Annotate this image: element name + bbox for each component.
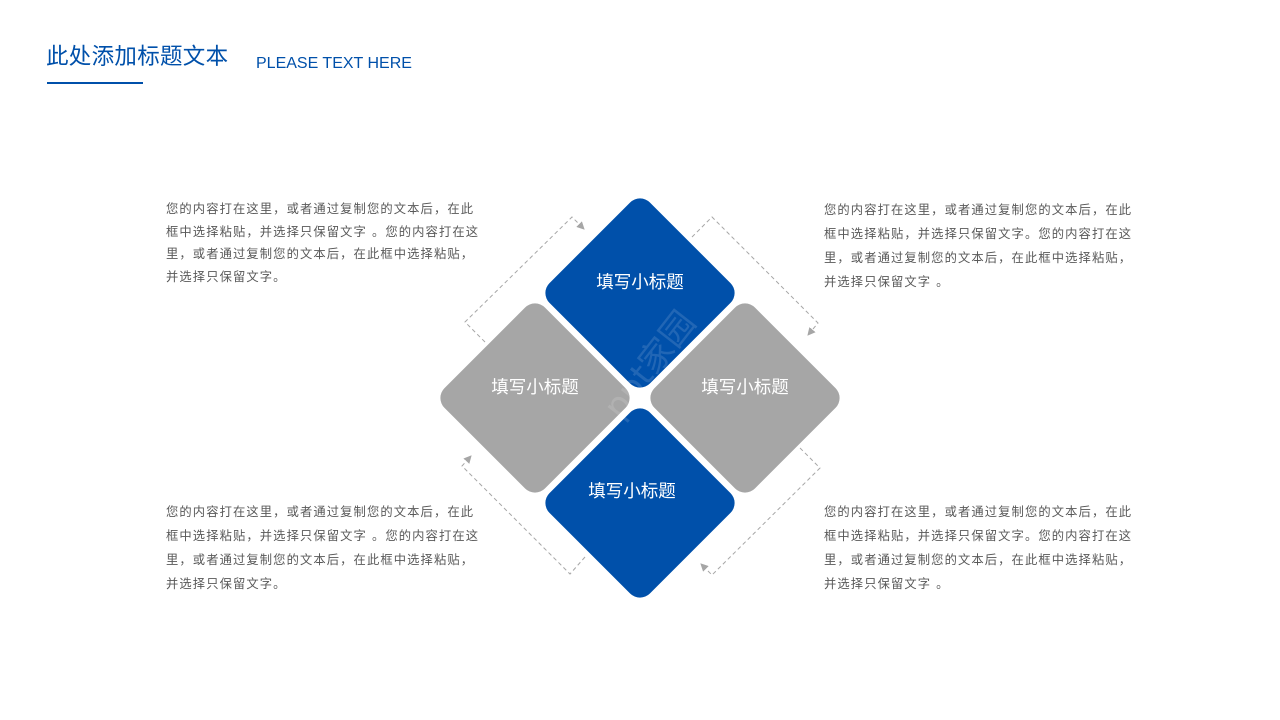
text-line: 并选择只保留文字。 (166, 269, 287, 284)
text-line: 里，或者通过复制您的文本后，在此框中选择粘贴， (824, 553, 1133, 567)
text-line: 框中选择粘贴，并选择只保留文字 。您的内容打在这 (166, 224, 480, 239)
text-line: 里，或者通过复制您的文本后，在此框中选择粘贴， (166, 247, 475, 261)
text-block-top-right: 您的内容打在这里，或者通过复制您的文本后，在此 框中选择粘贴，并选择只保留文字。… (824, 198, 1144, 294)
dashed-arrow-icon (700, 447, 821, 576)
title-underline (47, 82, 143, 84)
text-line: 您的内容打在这里，或者通过复制您的文本后，在此 (166, 202, 475, 216)
text-line: 里，或者通过复制您的文本后，在此框中选择粘贴， (166, 553, 475, 567)
dashed-arrow-icon (691, 216, 819, 336)
text-line: 并选择只保留文字 。 (824, 577, 950, 591)
dashed-arrow-icon (464, 216, 585, 343)
text-block-bottom-left: 您的内容打在这里，或者通过复制您的文本后，在此 框中选择粘贴，并选择只保留文字 … (166, 500, 486, 596)
text-line: 框中选择粘贴，并选择只保留文字 。您的内容打在这 (166, 529, 480, 543)
text-line: 您的内容打在这里，或者通过复制您的文本后，在此 (166, 505, 475, 519)
text-line: 里，或者通过复制您的文本后，在此框中选择粘贴， (824, 251, 1133, 265)
text-block-bottom-right: 您的内容打在这里，或者通过复制您的文本后，在此 框中选择粘贴，并选择只保留文字。… (824, 500, 1144, 596)
text-line: 并选择只保留文字 。 (824, 275, 950, 289)
text-line: 您的内容打在这里，或者通过复制您的文本后，在此 (824, 505, 1133, 519)
page-subtitle: PLEASE TEXT HERE (256, 55, 412, 72)
text-line: 您的内容打在这里，或者通过复制您的文本后，在此 (824, 203, 1133, 217)
text-line: 并选择只保留文字。 (166, 577, 287, 591)
text-line: 框中选择粘贴，并选择只保留文字。您的内容打在这 (824, 227, 1133, 241)
page-title: 此处添加标题文本 (46, 44, 229, 70)
text-line: 框中选择粘贴，并选择只保留文字。您的内容打在这 (824, 529, 1133, 543)
text-block-top-left: 您的内容打在这里，或者通过复制您的文本后，在此 框中选择粘贴，并选择只保留文字 … (166, 198, 486, 288)
dashed-arrow-icon (461, 455, 586, 575)
diamond-top-label: 填写小标题 (596, 273, 684, 293)
diamond-left-label: 填写小标题 (491, 378, 579, 398)
diamond-bottom-label: 填写小标题 (588, 482, 676, 502)
diamond-right-label: 填写小标题 (701, 378, 789, 398)
